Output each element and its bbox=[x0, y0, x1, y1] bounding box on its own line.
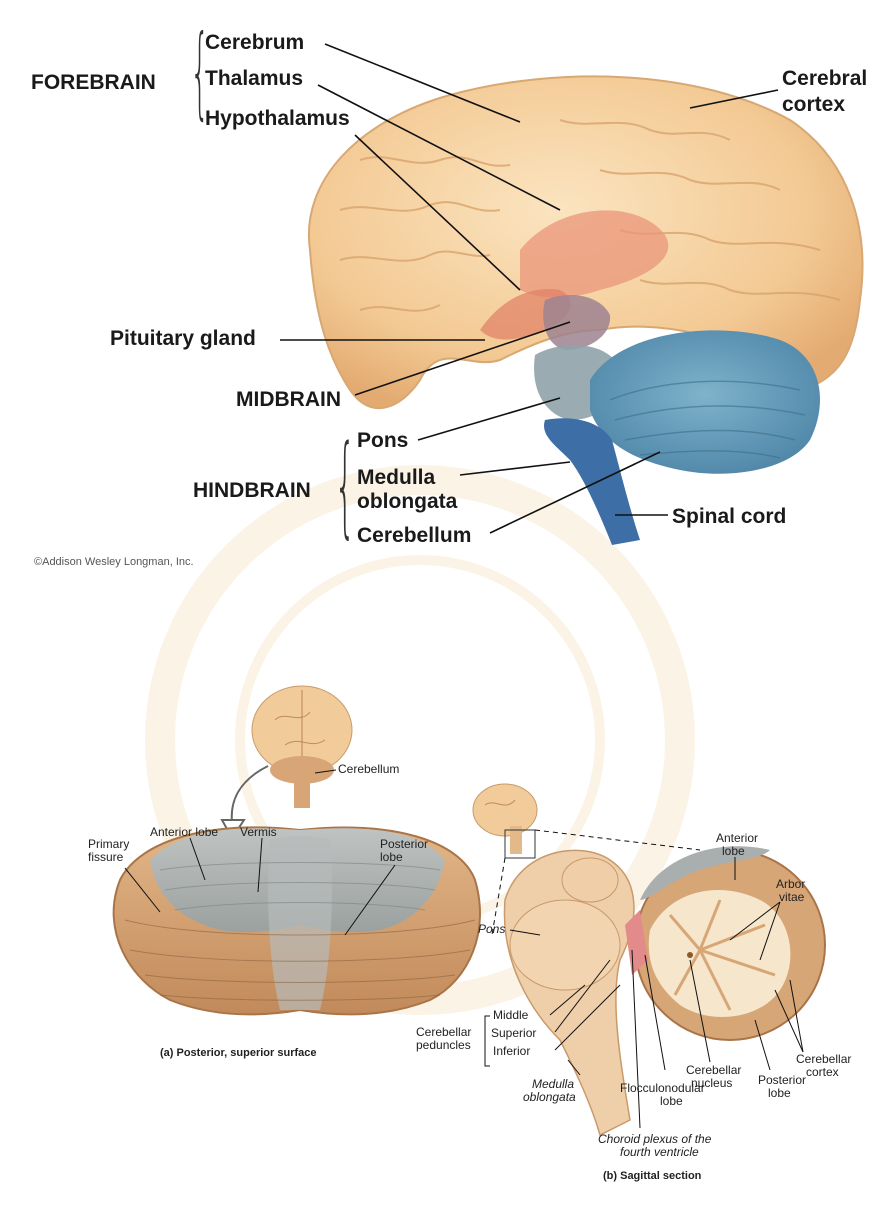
label-cerebral-cortex-2: cortex bbox=[782, 93, 845, 117]
label-pituitary-gland: Pituitary gland bbox=[110, 327, 256, 351]
label-flocculonodular-2: lobe bbox=[660, 1095, 683, 1108]
label-primary-fissure-2: fissure bbox=[88, 851, 123, 864]
label-a-posterior-lobe-2: lobe bbox=[380, 851, 403, 864]
label-middle: Middle bbox=[493, 1009, 528, 1022]
label-arbor-vitae-2: vitae bbox=[779, 891, 804, 904]
label-b-pons: Pons bbox=[478, 923, 505, 936]
label-a-cerebellum: Cerebellum bbox=[338, 763, 399, 776]
label-thalamus: Thalamus bbox=[205, 67, 303, 91]
label-hypothalamus: Hypothalamus bbox=[205, 107, 350, 131]
brace-hindbrain: { bbox=[335, 430, 356, 540]
credit-text: ©Addison Wesley Longman, Inc. bbox=[34, 556, 194, 568]
label-superior: Superior bbox=[491, 1027, 536, 1040]
label-b-anterior-lobe-2: lobe bbox=[722, 845, 745, 858]
label-midbrain: MIDBRAIN bbox=[236, 388, 341, 412]
label-inferior: Inferior bbox=[493, 1045, 530, 1058]
label-b-posterior-lobe-2: lobe bbox=[768, 1087, 791, 1100]
label-b-medulla-2: oblongata bbox=[523, 1091, 576, 1104]
label-cerebellum: Cerebellum bbox=[357, 524, 471, 548]
label-cerebellar-cortex-2: cortex bbox=[806, 1066, 839, 1079]
label-choroid-2: fourth ventricle bbox=[620, 1146, 699, 1159]
label-hindbrain: HINDBRAIN bbox=[193, 479, 311, 503]
label-cerebrum: Cerebrum bbox=[205, 31, 304, 55]
caption-a: (a) Posterior, superior surface bbox=[160, 1047, 317, 1059]
label-medulla-2: oblongata bbox=[357, 490, 457, 514]
label-cerebral-cortex-1: Cerebral bbox=[782, 67, 867, 91]
label-spinal-cord: Spinal cord bbox=[672, 505, 786, 529]
caption-b: (b) Sagittal section bbox=[603, 1170, 701, 1182]
label-pons: Pons bbox=[357, 429, 408, 453]
label-a-anterior-lobe: Anterior lobe bbox=[150, 826, 218, 839]
label-peduncles-2: peduncles bbox=[416, 1039, 471, 1052]
cerebellum-shape bbox=[590, 330, 820, 473]
label-vermis: Vermis bbox=[240, 826, 277, 839]
label-forebrain: FOREBRAIN bbox=[31, 71, 156, 95]
label-medulla-1: Medulla bbox=[357, 466, 435, 490]
